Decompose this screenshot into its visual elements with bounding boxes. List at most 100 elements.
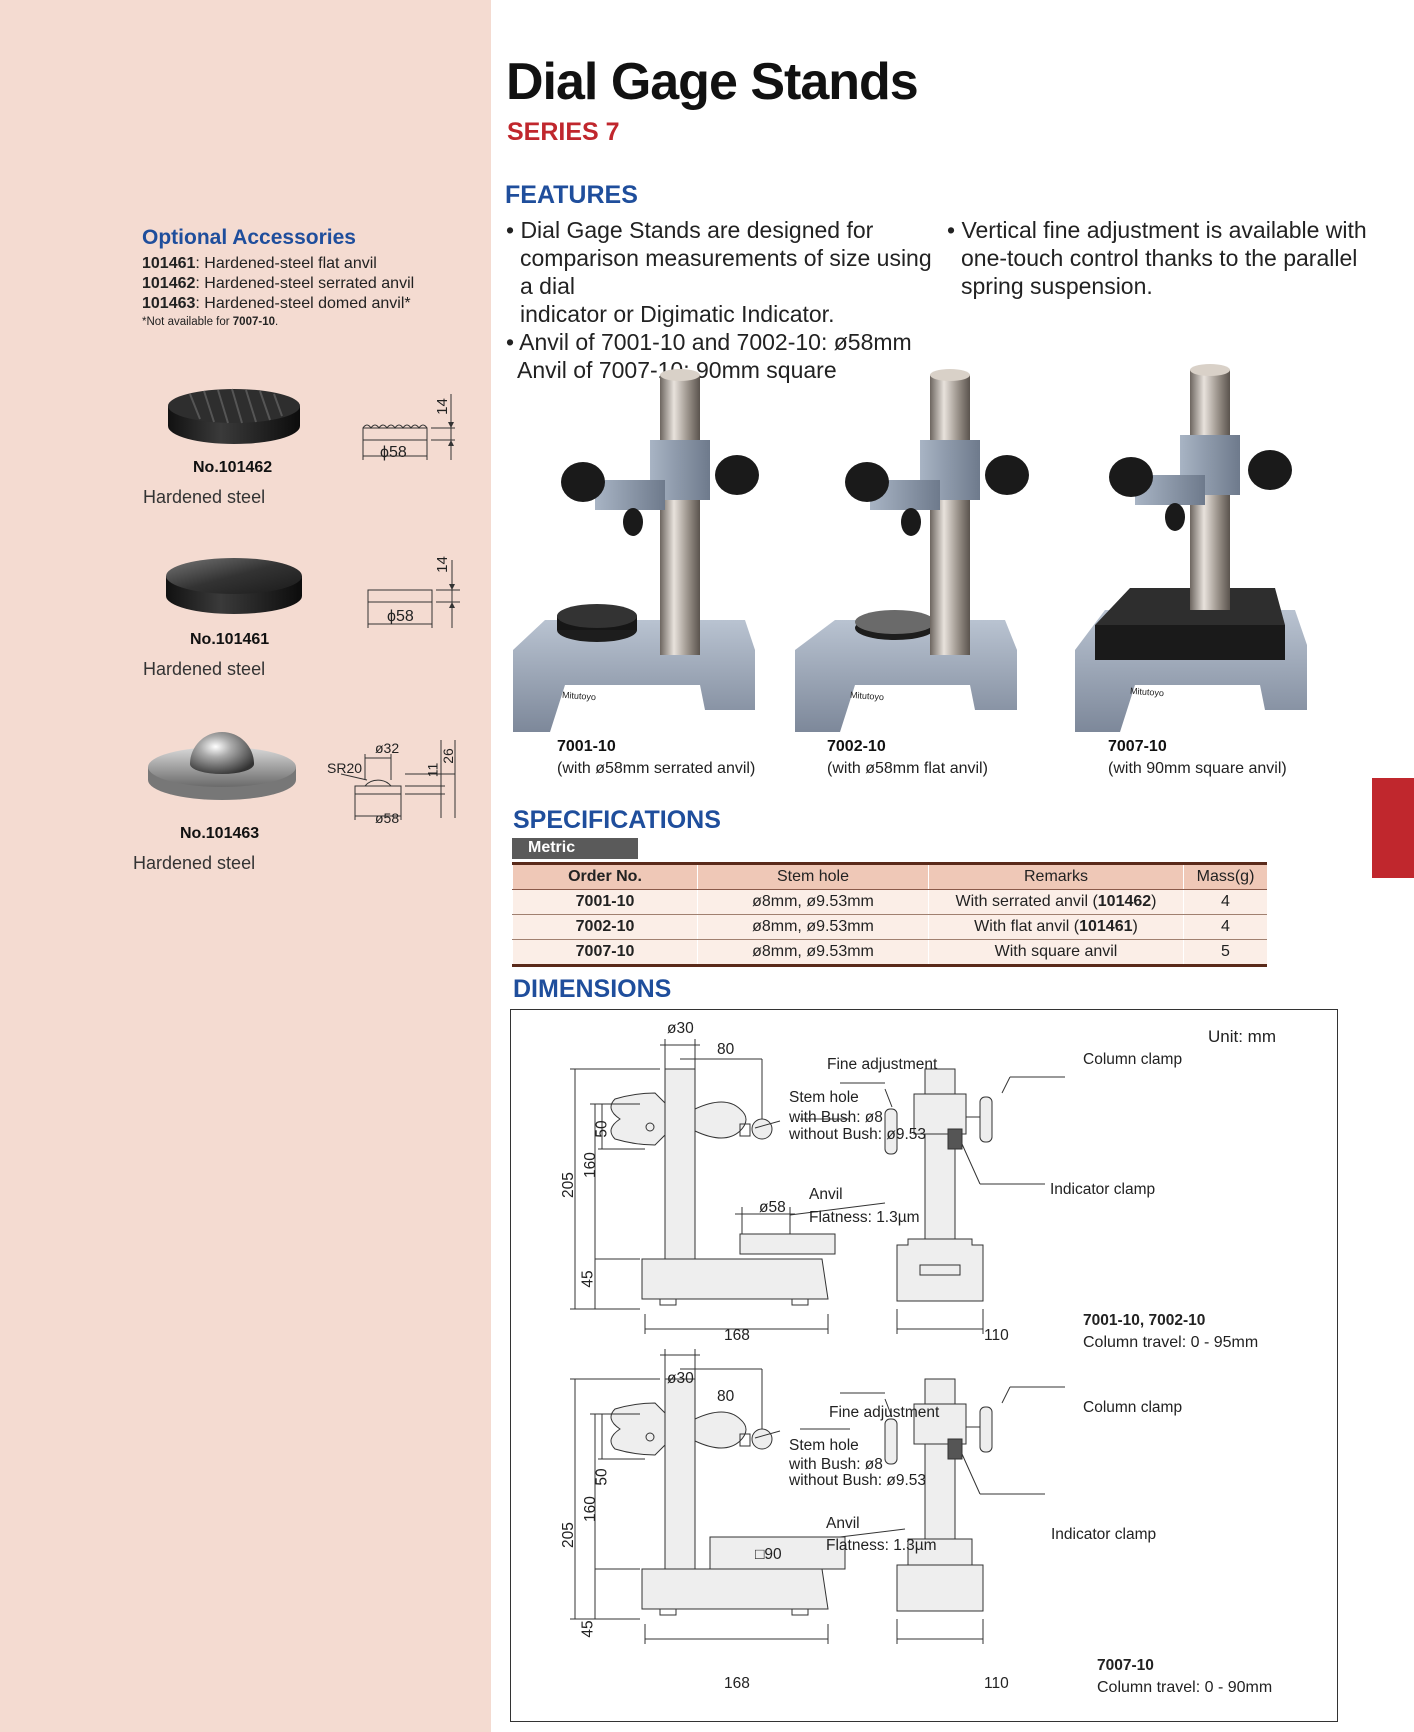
anvil-material: Hardened steel bbox=[133, 853, 256, 873]
note-model: 7007-10 bbox=[232, 316, 275, 328]
travel-label: Column travel: 0 - 95mm bbox=[1083, 1334, 1259, 1351]
cell-remark: With serrated anvil (101462) bbox=[928, 889, 1184, 915]
cell-order: 7002-10 bbox=[512, 914, 698, 940]
callout-label: Fine adjustment bbox=[829, 1404, 940, 1421]
travel-label: Column travel: 0 - 90mm bbox=[1097, 1679, 1273, 1696]
dim-label: 110 bbox=[984, 1675, 1009, 1692]
anvil-number: No.101463 bbox=[180, 825, 260, 842]
dim-label: □90 bbox=[755, 1546, 782, 1563]
stand-7001-10 bbox=[513, 369, 759, 732]
model-label: 7001-10, 7002-10 bbox=[1083, 1312, 1206, 1329]
features-left: • Dial Gage Stands are designed for comp… bbox=[506, 216, 946, 384]
cell-mass: 5 bbox=[1183, 939, 1267, 967]
features-right: • Vertical fine adjustment is available … bbox=[947, 216, 1367, 300]
anvil-material: Hardened steel bbox=[143, 487, 266, 507]
dim-label: 26 bbox=[439, 748, 456, 764]
product-desc: (with 90mm square anvil) bbox=[1108, 760, 1287, 777]
callout-label: Anvil bbox=[826, 1515, 860, 1532]
cell-order: 7001-10 bbox=[512, 889, 698, 915]
accessory-note: *Not available for 7007-10. bbox=[142, 316, 278, 328]
feature-line: • Dial Gage Stands are designed for bbox=[506, 217, 874, 243]
model-label: 7007-10 bbox=[1097, 1657, 1154, 1674]
dim-label: 160 bbox=[581, 1496, 599, 1522]
dim-label: 45 bbox=[579, 1620, 597, 1638]
remark-end: ) bbox=[1151, 893, 1157, 910]
dim-label: ϕ58 bbox=[380, 444, 407, 461]
table-header-row: Order No. Stem hole Remarks Mass(g) bbox=[512, 862, 1267, 890]
page-title: Dial Gage Stands bbox=[506, 53, 919, 111]
anvil-number: No.101461 bbox=[190, 631, 270, 648]
feature-line: • Anvil of 7001-10 and 7002-10: ø58mm bbox=[506, 329, 912, 355]
col-header: Mass(g) bbox=[1183, 862, 1267, 890]
dim-label: ø30 bbox=[667, 1370, 694, 1387]
remark-text: With flat anvil ( bbox=[974, 918, 1080, 935]
feature-line: spring suspension. bbox=[961, 273, 1153, 299]
product-desc: (with ø58mm serrated anvil) bbox=[557, 760, 756, 777]
features-heading: FEATURES bbox=[505, 181, 638, 209]
dim-label: 80 bbox=[717, 1388, 735, 1405]
section-tab bbox=[1372, 778, 1414, 878]
dim-label: 14 bbox=[433, 398, 451, 415]
cell-remark: With flat anvil (101461) bbox=[928, 914, 1184, 940]
dim-label: 11 bbox=[424, 762, 441, 778]
callout-label: Fine adjustment bbox=[827, 1056, 938, 1073]
accessories-title: Optional Accessories bbox=[142, 226, 356, 249]
feature-line: indicator or Digimatic Indicator. bbox=[520, 301, 835, 327]
domed-anvil-drawing bbox=[340, 740, 456, 820]
dim-label: 80 bbox=[717, 1041, 735, 1058]
dim-label: 50 bbox=[593, 1120, 611, 1138]
cell-stem: ø8mm, ø9.53mm bbox=[697, 939, 929, 967]
cell-stem: ø8mm, ø9.53mm bbox=[697, 889, 929, 915]
serrated-anvil-drawing bbox=[362, 394, 455, 460]
front-view-top bbox=[570, 1039, 1065, 1334]
cell-remark: With square anvil bbox=[928, 939, 1184, 967]
stand-7002-10 bbox=[795, 369, 1029, 732]
callout-label: Flatness: 1.3µm bbox=[826, 1537, 937, 1554]
accessory-item: 101461: Hardened-steel flat anvil bbox=[142, 255, 377, 273]
remark-code: 101461 bbox=[1079, 918, 1133, 935]
product-model: 7007-10 bbox=[1108, 738, 1167, 755]
table-row: 7001-10 ø8mm, ø9.53mm With serrated anvi… bbox=[512, 889, 1267, 915]
anvil-number: No.101462 bbox=[193, 459, 273, 476]
cell-order: 7007-10 bbox=[512, 939, 698, 967]
dim-label: 168 bbox=[724, 1327, 750, 1344]
dim-label: 205 bbox=[559, 1172, 577, 1198]
product-desc: (with ø58mm flat anvil) bbox=[827, 760, 988, 777]
spec-table: Order No. Stem hole Remarks Mass(g) 7001… bbox=[512, 862, 1267, 967]
col-header: Order No. bbox=[512, 862, 698, 890]
callout-label: Anvil bbox=[809, 1186, 843, 1203]
table-row: 7007-10 ø8mm, ø9.53mm With square anvil … bbox=[512, 939, 1267, 967]
accessory-code: 101463 bbox=[142, 295, 196, 312]
callout-label: with Bush: ø8 bbox=[789, 1456, 883, 1473]
dim-label: ø30 bbox=[667, 1020, 694, 1037]
feature-line: one-touch control thanks to the parallel bbox=[961, 245, 1358, 271]
product-model: 7001-10 bbox=[557, 738, 616, 755]
domed-anvil-image bbox=[148, 732, 296, 800]
accessory-desc: : Hardened-steel flat anvil bbox=[195, 255, 377, 272]
callout-label: Stem hole bbox=[789, 1437, 859, 1454]
feature-line: • Vertical fine adjustment is available … bbox=[947, 217, 1367, 243]
dim-label: ø58 bbox=[375, 810, 400, 826]
dim-label: 45 bbox=[579, 1270, 597, 1288]
dim-label: 205 bbox=[559, 1522, 577, 1548]
unit-tab-underline bbox=[512, 856, 638, 859]
callout-label: with Bush: ø8 bbox=[789, 1109, 883, 1126]
accessory-code: 101462 bbox=[142, 275, 196, 292]
dim-label: 50 bbox=[593, 1468, 611, 1486]
accessory-item: 101462: Hardened-steel serrated anvil bbox=[142, 275, 414, 293]
cell-mass: 4 bbox=[1183, 914, 1267, 940]
accessory-desc: : Hardened-steel serrated anvil bbox=[195, 275, 415, 292]
feature-line: comparison measurements of size using a … bbox=[520, 245, 932, 299]
cell-stem: ø8mm, ø9.53mm bbox=[697, 914, 929, 940]
dim-label: 110 bbox=[984, 1327, 1009, 1344]
accessory-item: 101463: Hardened-steel domed anvil* bbox=[142, 295, 411, 313]
note-text: *Not available for bbox=[142, 316, 233, 328]
dim-label: ø32 bbox=[375, 740, 400, 756]
accessory-desc: : Hardened-steel domed anvil* bbox=[195, 295, 411, 312]
col-header: Remarks bbox=[928, 862, 1184, 890]
callout-label: without Bush: ø9.53 bbox=[789, 1472, 926, 1489]
unit-tab: Metric bbox=[512, 838, 638, 858]
left-sidebar bbox=[0, 0, 491, 1732]
remark-code: 101462 bbox=[1097, 893, 1152, 910]
serrated-anvil-image bbox=[168, 388, 300, 444]
